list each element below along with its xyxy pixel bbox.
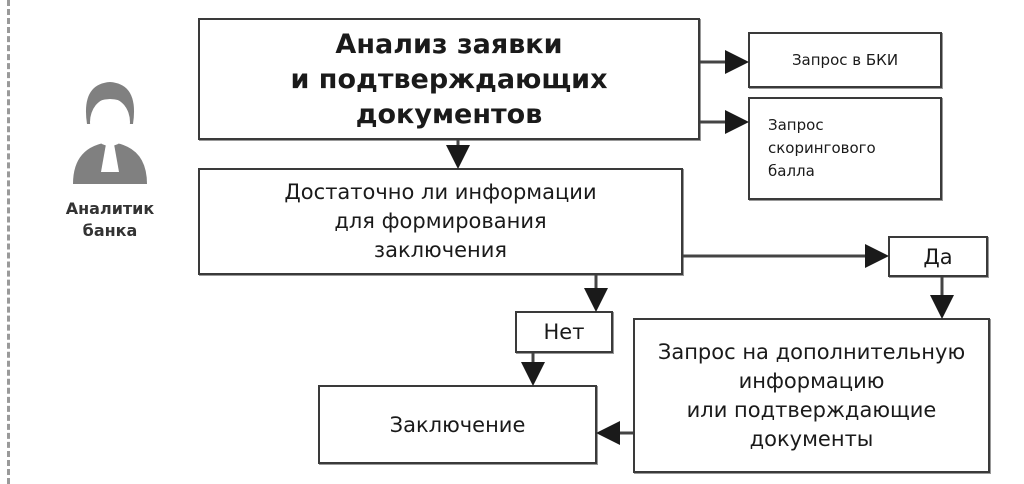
scoring-request-box: Запрос скорингового балла	[748, 97, 942, 200]
analysis-box: Анализ заявки и подтверждающих документо…	[198, 18, 700, 140]
enough-info-box: Достаточно ли информации для формировани…	[198, 168, 683, 275]
actor-label: Аналитик банка	[65, 199, 155, 240]
no-box: Нет	[515, 311, 613, 353]
yes-box: Да	[888, 236, 988, 277]
request-more-box: Запрос на дополнительную информацию или …	[633, 318, 990, 473]
person-with-tie-icon	[73, 82, 147, 184]
bki-request-box: Запрос в БКИ	[748, 32, 942, 88]
lane-divider	[7, 0, 10, 484]
conclusion-box: Заключение	[318, 385, 597, 464]
